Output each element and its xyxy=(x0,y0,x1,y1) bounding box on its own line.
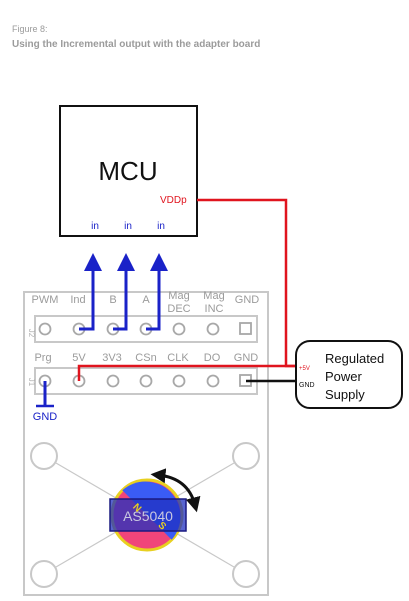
pin-label-mag-inc: Mag xyxy=(203,290,224,302)
mcu-input-label-3: in xyxy=(157,221,165,232)
pin-label-a: A xyxy=(142,294,150,306)
pin-label-ind: Ind xyxy=(70,294,85,306)
figure-title: Using the Incremental output with the ad… xyxy=(12,39,261,50)
pin-label-mag-dec: Mag xyxy=(168,290,189,302)
pin-mag-inc xyxy=(206,322,220,336)
ground-label: GND xyxy=(33,411,58,423)
pin-label-prg: Prg xyxy=(34,352,51,364)
supply-label-line-3: Supply xyxy=(325,387,365,402)
connector-j1-label: J1 xyxy=(27,378,36,387)
mcu-input-label-2: in xyxy=(124,221,132,232)
pin-sublabel-dec: DEC xyxy=(167,303,190,315)
wire-ind-to-mcu xyxy=(79,253,102,331)
mounting-hole-top-right xyxy=(232,442,260,470)
pin-gnd-top xyxy=(239,322,252,335)
connector-j2-label: J2 xyxy=(27,329,36,338)
pin-label-csn: CSn xyxy=(135,352,156,364)
mounting-hole-bottom-right xyxy=(232,560,260,588)
pin-clk xyxy=(172,374,186,388)
rotation-arrow-icon xyxy=(150,468,201,513)
supply-pin-gnd-label: GND xyxy=(299,382,315,389)
mounting-hole-top-left xyxy=(30,442,58,470)
sensor-chip: AS5040 xyxy=(109,498,187,532)
pin-label-pwm: PWM xyxy=(32,294,59,306)
pin-pwm xyxy=(38,322,52,336)
pin-3v3 xyxy=(106,374,120,388)
pin-label-b: B xyxy=(109,294,116,306)
mcu-label: MCU xyxy=(98,156,157,186)
pin-label-5v: 5V xyxy=(72,352,86,364)
mcu-power-pin-label: VDDp xyxy=(160,195,187,206)
power-supply-box xyxy=(295,340,403,409)
mcu-box xyxy=(59,105,198,237)
wire-5v-to-supply xyxy=(77,364,296,381)
wire-b-to-mcu xyxy=(113,253,135,331)
pin-label-gnd-top: GND xyxy=(235,294,260,306)
pin-label-gnd-bottom: GND xyxy=(234,352,259,364)
mcu-input-label-1: in xyxy=(91,221,99,232)
pin-label-3v3: 3V3 xyxy=(102,352,122,364)
pin-csn xyxy=(139,374,153,388)
pin-do xyxy=(206,374,220,388)
mounting-hole-bottom-left xyxy=(30,560,58,588)
pin-mag-dec xyxy=(172,322,186,336)
pin-sublabel-inc: INC xyxy=(205,303,224,315)
pin-label-clk: CLK xyxy=(167,352,189,364)
supply-label-line-1: Regulated xyxy=(325,351,384,366)
wire-a-to-mcu xyxy=(146,253,168,331)
supply-label-line-2: Power xyxy=(325,369,363,384)
pin-label-do: DO xyxy=(204,352,221,364)
supply-pin-5v-label: +5V xyxy=(299,366,310,372)
figure-number: Figure 8: xyxy=(12,24,48,34)
